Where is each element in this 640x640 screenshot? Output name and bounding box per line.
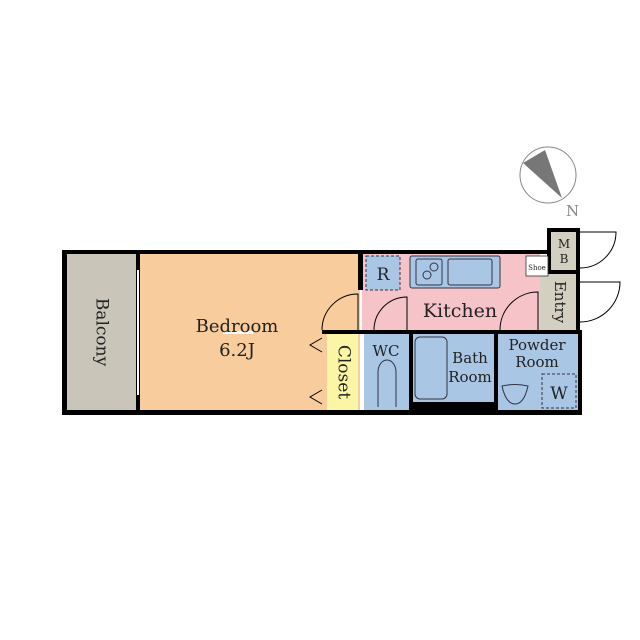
wc-door[interactable]: [373, 296, 408, 331]
bath-area: [413, 334, 494, 402]
balcony-area: [66, 254, 136, 410]
burner-icon: [422, 270, 432, 280]
closet-label: Closet: [334, 345, 354, 399]
closet-area: [327, 334, 358, 410]
powder-door[interactable]: [499, 291, 539, 331]
kitchen-label: Kitchen: [423, 300, 497, 322]
refrigerator-label: R: [377, 265, 391, 285]
entry-area: [540, 274, 578, 331]
refrigerator-space: [365, 255, 401, 291]
compass-north-label: N: [566, 202, 579, 220]
wc-area: [364, 334, 409, 410]
washbasin-icon: [501, 384, 529, 405]
powder-label-line2: Room: [515, 353, 559, 371]
wc-label: WC: [373, 342, 400, 360]
kitchen-counter: [409, 255, 501, 289]
doors[interactable]: [309, 231, 621, 405]
toilet-icon: [377, 359, 397, 407]
stove-icon: [415, 258, 443, 286]
washer-space: [541, 373, 577, 409]
shoe-label: Shoe: [528, 264, 546, 272]
mb-door[interactable]: [579, 231, 617, 269]
closet-door-marks: [309, 337, 323, 405]
mb-label-line2: B: [560, 252, 569, 266]
compass-needle-icon: [523, 150, 562, 198]
bath-label-line1: Bath: [452, 349, 488, 367]
mb-label-line1: M: [558, 237, 570, 251]
bath-label-line2: Room: [448, 368, 492, 386]
sink-icon: [447, 258, 493, 286]
bedroom-size: 6.2J: [219, 340, 255, 361]
powder-label-line1: Powder: [508, 336, 566, 354]
bathtub-icon: [414, 336, 448, 400]
shoe-cabinet: [525, 255, 549, 277]
wc-doorway: [223, 331, 253, 334]
entry-label: Entry: [551, 281, 569, 324]
compass: N: [519, 146, 579, 220]
balcony-label: Balcony: [92, 298, 112, 367]
mb-area: [551, 232, 576, 270]
balcony-window: [137, 270, 139, 395]
washer-label: W: [550, 384, 568, 404]
bedroom-door[interactable]: [321, 293, 359, 331]
entry-door[interactable]: [579, 281, 621, 323]
bedroom-label: Bedroom: [196, 316, 279, 337]
burner-icon: [429, 262, 439, 272]
